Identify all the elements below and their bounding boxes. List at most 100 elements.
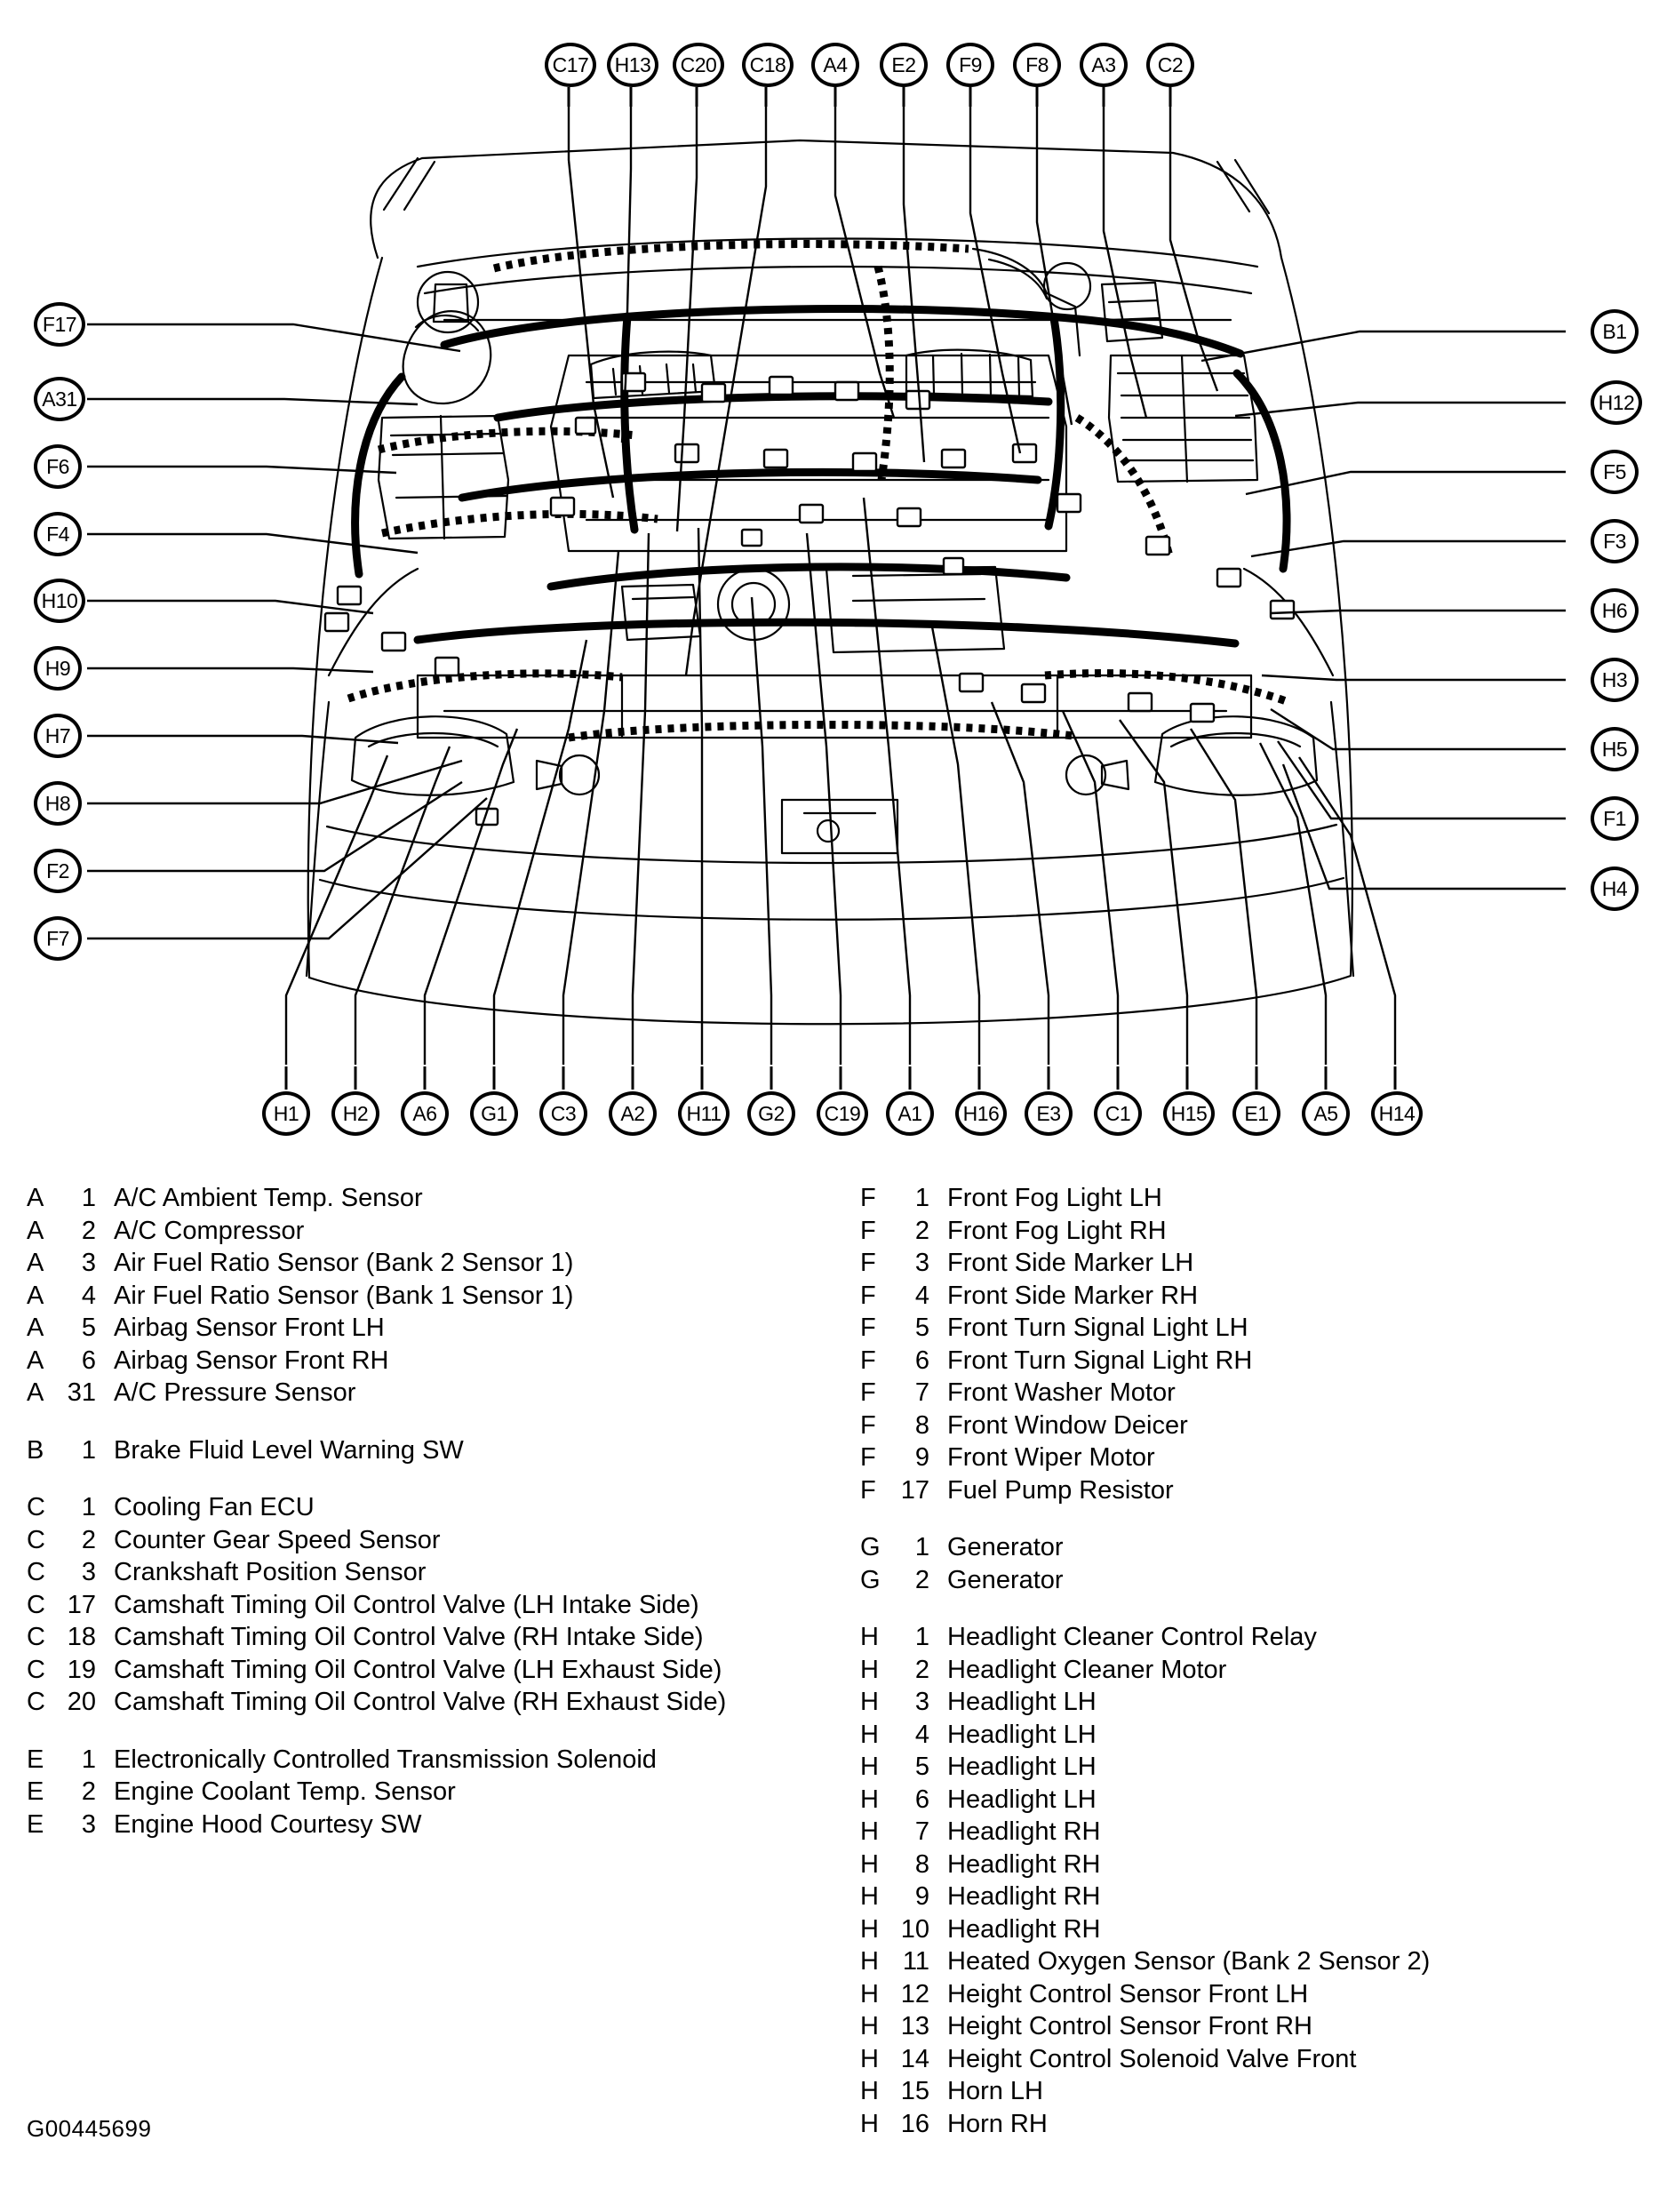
callout-c1[interactable]: C1 (1094, 1091, 1142, 1136)
callout-a5[interactable]: A5 (1302, 1091, 1350, 1136)
legend-letter: A (27, 1249, 44, 1277)
callout-e2[interactable]: E2 (880, 43, 928, 87)
callout-h9[interactable]: H9 (34, 646, 82, 691)
callout-f7[interactable]: F7 (34, 916, 82, 961)
callout-h4[interactable]: H4 (1591, 866, 1639, 911)
callout-e3[interactable]: E3 (1025, 1091, 1073, 1136)
legend-letter: F (860, 1410, 876, 1440)
callout-a3[interactable]: A3 (1080, 43, 1128, 87)
legend-number: 11 (902, 1947, 929, 1976)
legend-letter: E (27, 1777, 44, 1806)
legend-letter: A (27, 1281, 44, 1310)
callout-e1[interactable]: E1 (1232, 1091, 1280, 1136)
callout-h8[interactable]: H8 (34, 781, 82, 826)
callout-f17[interactable]: F17 (34, 302, 85, 347)
callout-a2[interactable]: A2 (609, 1091, 657, 1136)
callout-label: E3 (1036, 1101, 1061, 1125)
callout-c17[interactable]: C17 (545, 43, 596, 87)
callout-a1[interactable]: A1 (886, 1091, 934, 1136)
legend-letter: G (860, 1565, 881, 1594)
callout-c19[interactable]: C19 (817, 1091, 868, 1136)
callout-h10[interactable]: H10 (34, 579, 85, 623)
callout-f5[interactable]: F5 (1591, 450, 1639, 494)
legend-description: Headlight LH (947, 1720, 1097, 1749)
legend-description: Headlight LH (947, 1688, 1097, 1716)
callout-h11[interactable]: H11 (678, 1091, 730, 1136)
callout-c18[interactable]: C18 (742, 43, 794, 87)
callout-label: H5 (1601, 737, 1628, 761)
callout-a4[interactable]: A4 (811, 43, 859, 87)
legend-letter: H (860, 1655, 879, 1684)
callout-label: B1 (1602, 319, 1627, 343)
legend-number: 6 (81, 1346, 96, 1375)
callout-f1[interactable]: F1 (1591, 796, 1639, 841)
callout-a31[interactable]: A31 (34, 377, 85, 421)
legend-number: 16 (900, 2109, 929, 2138)
callout-h6[interactable]: H6 (1591, 588, 1639, 633)
legend-letter: F (860, 1346, 876, 1375)
callout-f6[interactable]: F6 (34, 444, 82, 489)
callout-label: C3 (550, 1101, 577, 1125)
callout-h12[interactable]: H12 (1591, 380, 1642, 425)
legend-description: Camshaft Timing Oil Control Valve (RH Ex… (114, 1688, 727, 1716)
legend-description: Horn RH (947, 2109, 1048, 2138)
callout-c20[interactable]: C20 (673, 43, 724, 87)
callout-g1[interactable]: G1 (470, 1091, 518, 1136)
callout-label: C18 (749, 52, 786, 76)
legend-description: Front Turn Signal Light RH (947, 1346, 1253, 1375)
callout-label: H3 (1601, 667, 1628, 691)
callout-c2[interactable]: C2 (1146, 43, 1194, 87)
callout-label: F6 (46, 454, 69, 478)
callout-a6[interactable]: A6 (401, 1091, 449, 1136)
legend-description: Counter Gear Speed Sensor (114, 1525, 441, 1554)
callout-h1[interactable]: H1 (262, 1091, 310, 1136)
callout-f8[interactable]: F8 (1013, 43, 1061, 87)
callout-h15[interactable]: H15 (1163, 1091, 1215, 1136)
legend-description: A/C Pressure Sensor (114, 1378, 356, 1407)
callout-c3[interactable]: C3 (539, 1091, 587, 1136)
legend-number: 1 (914, 1623, 929, 1651)
callout-f2[interactable]: F2 (34, 849, 82, 893)
legend-number: 6 (914, 1785, 929, 1814)
callout-f3[interactable]: F3 (1591, 519, 1639, 563)
callout-g2[interactable]: G2 (747, 1091, 795, 1136)
legend-number: 2 (914, 1565, 929, 1594)
callout-h14[interactable]: H14 (1371, 1091, 1423, 1136)
callout-h5[interactable]: H5 (1591, 727, 1639, 771)
callout-b1[interactable]: B1 (1591, 309, 1639, 354)
legend-letter: F (860, 1314, 876, 1342)
callout-f4[interactable]: F4 (34, 512, 82, 556)
callout-h16[interactable]: H16 (955, 1091, 1007, 1136)
legend-description: Air Fuel Ratio Sensor (Bank 2 Sensor 1) (114, 1249, 574, 1277)
callout-f9[interactable]: F9 (946, 43, 994, 87)
callout-h2[interactable]: H2 (331, 1091, 379, 1136)
callout-label: F1 (1603, 806, 1626, 830)
legend-number: 9 (914, 1443, 929, 1472)
callout-h13[interactable]: H13 (607, 43, 658, 87)
legend-description: Generator (947, 1533, 1064, 1561)
legend-number: 2 (81, 1525, 96, 1554)
legend-description: Airbag Sensor Front LH (114, 1314, 385, 1342)
legend-number: 14 (900, 2044, 929, 2073)
legend-number: 2 (914, 1216, 929, 1245)
legend-number: 2 (914, 1655, 929, 1684)
legend-description: Front Turn Signal Light LH (947, 1314, 1248, 1342)
callout-h3[interactable]: H3 (1591, 658, 1639, 702)
legend-description: Heated Oxygen Sensor (Bank 2 Sensor 2) (947, 1947, 1431, 1976)
legend-letter: A (27, 1216, 44, 1245)
callout-h7[interactable]: H7 (34, 714, 82, 758)
